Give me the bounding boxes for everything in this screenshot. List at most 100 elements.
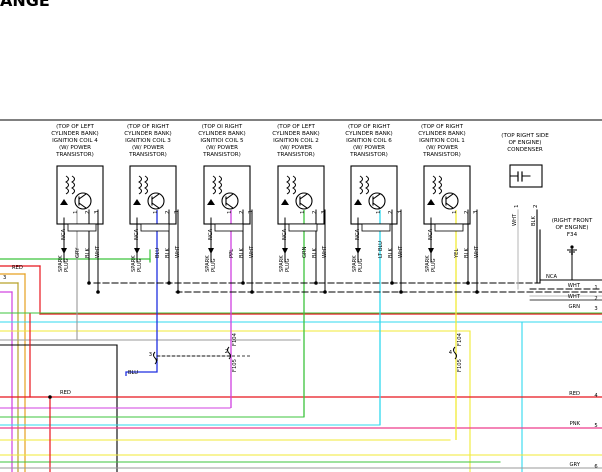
blk-junction-1: [87, 281, 91, 285]
spark-plug-label: SPARK: [131, 255, 137, 272]
nca-label: NCA: [355, 228, 361, 240]
wht-junction-1: [96, 290, 100, 294]
coil-header-line: TRANSISTOR): [55, 152, 94, 158]
pin-number: 3: [473, 210, 479, 214]
transistor-icon: [368, 192, 386, 210]
pin-strip: [434, 223, 464, 232]
diode-icon: [354, 199, 362, 205]
spark-plug-label: PLUG: [431, 258, 437, 272]
pin-number: 1: [300, 210, 306, 214]
nca-label: NCA: [134, 228, 140, 240]
ignition-coil-2: [129, 165, 177, 254]
pin-number: 2: [239, 210, 245, 214]
pin-number: 3: [94, 210, 100, 214]
transistor-emitter: [151, 202, 160, 209]
wire-color-label: WHT: [175, 245, 181, 258]
blue-coil3-wire: [125, 210, 158, 376]
coil-winding-icon: [71, 175, 75, 195]
pin-strip: [288, 223, 318, 232]
spark-plug-label: SPARK: [425, 255, 431, 272]
coil-winding-icon: [144, 175, 148, 195]
right-wire-number: 6: [594, 464, 597, 470]
ignition-coil-5: [350, 165, 398, 254]
coil-winding-icon: [65, 175, 69, 195]
coil-header-line: (W/ POWER: [59, 145, 91, 151]
transistor-collector: [372, 193, 381, 200]
transistor-collector: [445, 193, 454, 200]
coil-header-line: (TOP OF LEFT: [56, 124, 94, 130]
transistor-icon: [221, 192, 239, 210]
condenser-header-line: OF ENGINE): [508, 140, 541, 146]
wire-color-label: WHT: [95, 245, 101, 258]
wire-color-label: BLK: [165, 248, 171, 258]
red-dot-label: RED: [60, 390, 71, 396]
coil-header-line: (W/ POWER: [426, 145, 458, 151]
wire-color-label: BLK: [388, 248, 394, 258]
left-wire-number: 3: [3, 275, 6, 281]
condenser-wire-label: BLK: [531, 216, 537, 226]
coil-winding-icon: [438, 175, 442, 195]
connector-break-icon: [153, 351, 157, 365]
pin-number: 1: [452, 210, 458, 214]
ground-dot: [570, 245, 574, 249]
components-layer: [48, 164, 602, 399]
diode-icon: [133, 199, 141, 205]
blk-junction-5: [390, 281, 394, 285]
transistor-emitter: [225, 202, 234, 209]
right-wire-label: PNK: [570, 421, 581, 427]
pin-strip: [214, 223, 244, 232]
pin-number: 1: [227, 210, 233, 214]
coil-header-line: IGNITION COIL 1: [419, 138, 465, 144]
coil-header-line: TRANSISTOR): [422, 152, 461, 158]
coil-header-line: CYLINDER BANK): [272, 131, 319, 137]
transistor-emitter: [445, 202, 454, 209]
coil-header-line: (W/ POWER: [206, 145, 238, 151]
diode-icon: [207, 199, 215, 205]
right-wire-number: 5: [594, 423, 597, 429]
wht-junction-5: [399, 290, 403, 294]
nca-label: NCA: [208, 228, 214, 240]
nca-label: NCA: [428, 228, 434, 240]
diode-icon: [281, 199, 289, 205]
pin-number: 3: [321, 210, 327, 214]
spark-plug-arrow-icon: [282, 248, 288, 254]
condenser-header-line: (TOP RIGHT SIDE: [501, 133, 549, 139]
condenser-pin-number: 2: [533, 204, 539, 208]
spark-plug-label: SPARK: [58, 255, 64, 272]
blk-junction-3: [241, 281, 245, 285]
nca-label: NCA: [282, 228, 288, 240]
wht-junction-3: [250, 290, 254, 294]
coil-header-line: IGNITION COIL 3: [125, 138, 171, 144]
wire-color-label: LT BLU: [378, 241, 384, 258]
pin-number: 2: [165, 210, 171, 214]
spark-plug-arrow-icon: [134, 248, 140, 254]
right-wire-number: 3: [594, 306, 597, 312]
ground-header-line: OF ENGINE): [555, 225, 588, 231]
pin-number: 2: [464, 210, 470, 214]
transistor-collector: [151, 193, 160, 200]
wire-color-label: WHT: [474, 245, 480, 258]
blk-junction-2: [167, 281, 171, 285]
coil-header-line: CYLINDER BANK): [51, 131, 98, 137]
pin-number: 1: [73, 210, 79, 214]
coil-header-line: CYLINDER BANK): [124, 131, 171, 137]
ignition-coil-6: [423, 165, 471, 254]
right-wire-number: 1: [594, 285, 597, 291]
blk-junction-6: [466, 281, 470, 285]
connector-pin: 2: [225, 349, 228, 355]
wires-layer: [0, 209, 602, 472]
pin-number: 2: [85, 210, 91, 214]
spark-plug-arrow-icon: [61, 248, 67, 254]
coil-header-line: CYLINDER BANK): [345, 131, 392, 137]
ground-nca-label: NCA: [546, 274, 558, 280]
wire-color-label: WHT: [322, 245, 328, 258]
diode-icon: [427, 199, 435, 205]
pin-strip: [361, 223, 391, 232]
coil-housing: [423, 165, 471, 225]
transistor-icon: [74, 192, 92, 210]
spark-plug-label: PLUG: [64, 258, 70, 272]
coil-header-line: (TOP OI RIGHT: [202, 124, 243, 130]
coil-header-line: (W/ POWER: [132, 145, 164, 151]
wire-color-label: BLK: [239, 248, 245, 258]
